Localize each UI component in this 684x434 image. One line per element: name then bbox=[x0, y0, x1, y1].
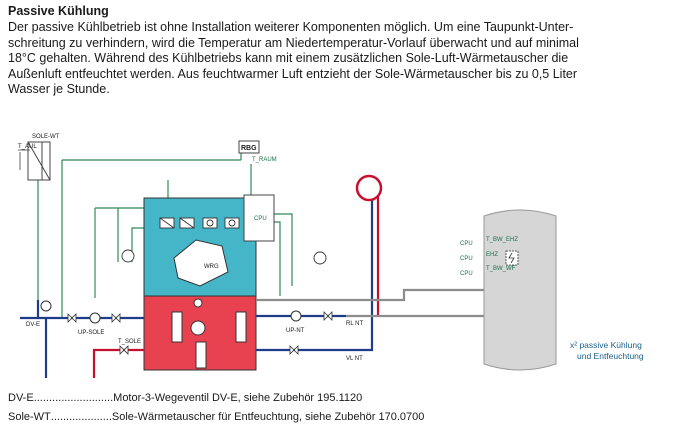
paragraph-line: Außenluft entfeuchtet werden. Aus feucht… bbox=[8, 66, 578, 81]
t-raum-label: T_RAUM bbox=[252, 157, 277, 163]
cpu-box bbox=[243, 194, 275, 242]
section-title: Passive Kühlung bbox=[8, 4, 109, 18]
legend-text: Motor-3-Wegeventil DV-E, siehe Zubehör 1… bbox=[113, 392, 363, 404]
wrg-unit bbox=[173, 239, 229, 287]
description-paragraph: Der passive Kühlbetrieb ist ohne Install… bbox=[8, 20, 678, 98]
t-sole-label: T_SOLE bbox=[118, 339, 141, 345]
legend-key: Sole-WT bbox=[8, 411, 51, 423]
rl-nt-label: RL NT bbox=[346, 321, 363, 327]
up-nt-label: UP-NT bbox=[286, 328, 305, 334]
pumps bbox=[40, 300, 302, 324]
cpu-label: CPU bbox=[254, 216, 267, 222]
paragraph-line: Wasser je Stunde. bbox=[8, 82, 110, 96]
paragraph-line: schreitung zu verhindern, wird die Tempe… bbox=[8, 35, 579, 50]
internal-components bbox=[171, 298, 247, 369]
cpu-2-label: CPU bbox=[460, 256, 473, 262]
legend-dots: .......................... bbox=[33, 392, 114, 404]
legend-text: Sole-Wärmetauscher für Entfeuchtung, sie… bbox=[111, 411, 425, 423]
t-bw-ehz-label: T_BW_EHZ bbox=[486, 237, 518, 243]
legend-row: Sole-WT....................Sole-Wärmetau… bbox=[8, 411, 424, 423]
vl-nt-label: VL NT bbox=[346, 356, 363, 362]
rbg-box bbox=[238, 140, 260, 154]
rbg-label: RBG bbox=[241, 145, 257, 152]
legend-key: DV-E bbox=[8, 392, 34, 404]
valves bbox=[67, 311, 333, 355]
storage-pipes bbox=[256, 288, 484, 318]
control-lines bbox=[37, 150, 520, 318]
legend-dots: .................... bbox=[50, 411, 112, 423]
ehz-label: EHZ bbox=[486, 252, 498, 258]
paragraph-line: 18°C gehalten. Während des Kühlbetriebs … bbox=[8, 51, 569, 65]
cpu-1-label: CPU bbox=[460, 241, 473, 247]
fan-row bbox=[159, 217, 240, 229]
storage-tank bbox=[483, 209, 557, 371]
up-sole-label: UP-SOLE bbox=[78, 330, 104, 336]
legend-row: DV-E..........................Motor-3-We… bbox=[8, 392, 362, 404]
t-bw-wf-label: T_BW_WF bbox=[486, 266, 516, 272]
paragraph-line: Der passive Kühlbetrieb ist ohne Install… bbox=[8, 20, 574, 34]
note-line-1: x² passive Kühlung bbox=[570, 340, 642, 350]
radiator-ring bbox=[355, 174, 383, 202]
expansion-vessels bbox=[121, 249, 327, 265]
cpu-3-label: CPU bbox=[460, 271, 473, 277]
t-aul-label: T_AUL bbox=[18, 144, 37, 150]
wrg-label: WRG bbox=[204, 264, 219, 270]
note-line-2: und Entfeuchtung bbox=[577, 351, 644, 361]
sole-wt-label: SOLE-WT bbox=[32, 134, 60, 140]
dv-e-label: DV-E bbox=[26, 322, 40, 328]
